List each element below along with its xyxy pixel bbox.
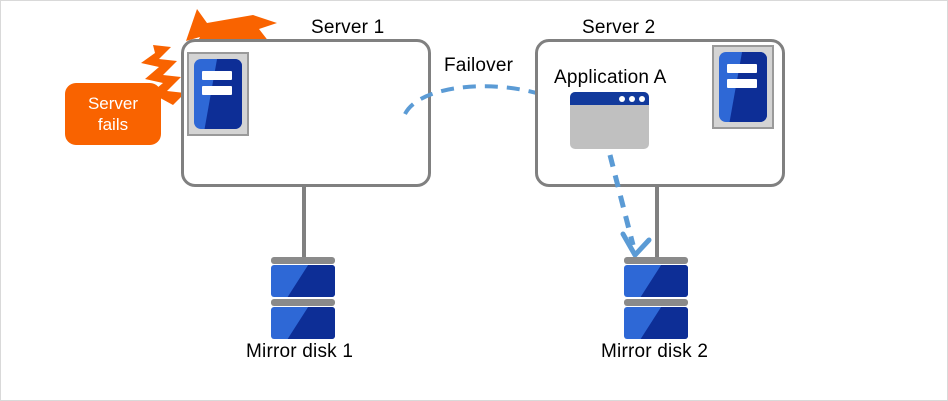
disk-plate-top [624, 257, 688, 264]
mirrordisk2-label: Mirror disk 2 [601, 341, 709, 362]
disk-stack-icon [624, 257, 688, 341]
application-window-titlebar [570, 92, 649, 105]
replication-arrow [607, 154, 636, 246]
failover-arrow [403, 84, 550, 116]
server-tower-icon [712, 45, 774, 129]
disk-plate-middle [271, 299, 335, 306]
window-dot-3 [639, 95, 645, 102]
replication-arrowhead [620, 231, 652, 258]
failover-label: Failover [444, 55, 514, 76]
disk-plate-top [271, 257, 335, 264]
disk-plate-middle [624, 299, 688, 306]
server-fails-line1: Server [87, 94, 139, 113]
server-tower-icon [187, 52, 249, 136]
window-dot-2 [629, 95, 635, 102]
disk-platter-2 [271, 307, 335, 339]
application-window-icon [570, 92, 649, 149]
server-fails-line2: fails [97, 115, 129, 134]
application-label: Application A [554, 67, 667, 88]
window-dot-1 [619, 95, 625, 102]
server1-label: Server 1 [311, 17, 385, 38]
server2-label: Server 2 [582, 17, 656, 38]
server-fails-callout: Server fails [65, 83, 161, 145]
mirrordisk1-label: Mirror disk 1 [246, 341, 354, 362]
disk-platter-1 [271, 265, 335, 297]
disk-platter-1 [624, 265, 688, 297]
disk-stack-icon [271, 257, 335, 341]
disk-platter-2 [624, 307, 688, 339]
